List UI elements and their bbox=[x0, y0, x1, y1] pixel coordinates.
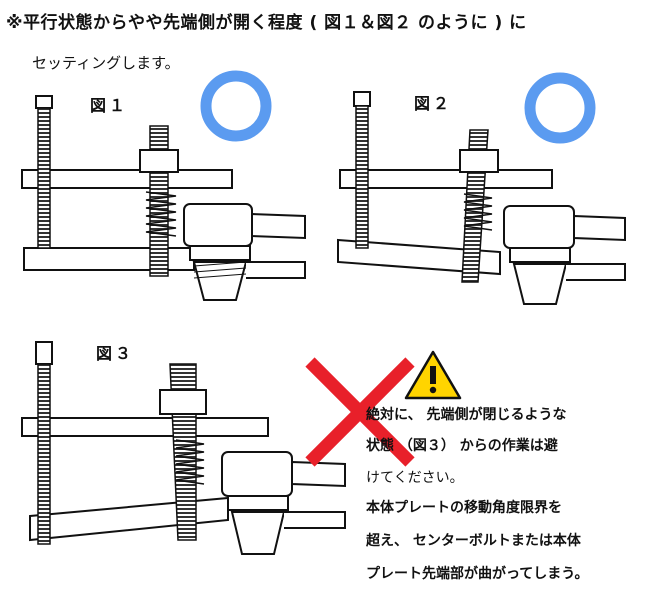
warning-text-line-5: 超え、 センターボルトまたは本体 bbox=[366, 533, 581, 549]
figure-1-drawing bbox=[21, 70, 306, 301]
figure-1-label: 図１ bbox=[90, 96, 129, 115]
warning-text-line-4: 本体プレートの移動角度限界を bbox=[366, 500, 562, 516]
circle-ok-icon bbox=[524, 72, 596, 144]
figure-2-drawing bbox=[337, 72, 626, 305]
figure-3-drawing bbox=[21, 341, 462, 555]
warning-text-line-3: けてください。 bbox=[366, 470, 464, 486]
warning-text-line-6: プレート先端部が曲がってしまう。 bbox=[366, 566, 589, 582]
figure-2-label: 図２ bbox=[414, 94, 453, 113]
instruction-line-2: セッティングします。 bbox=[32, 54, 180, 72]
cross-ng-icon bbox=[305, 357, 415, 467]
warning-text-line-1: 絶対に、 先端側が閉じるような bbox=[366, 407, 567, 423]
warning-text-line-2: 状態 （図３） からの作業は避 bbox=[366, 438, 558, 454]
figure-3-label: 図３ bbox=[96, 344, 135, 363]
warning-triangle-icon bbox=[404, 350, 462, 400]
instruction-line-1: ※平行状態からやや先端側が開く程度 ( 図１＆図２ のように ) に bbox=[6, 13, 527, 33]
circle-ok-icon bbox=[200, 70, 272, 142]
